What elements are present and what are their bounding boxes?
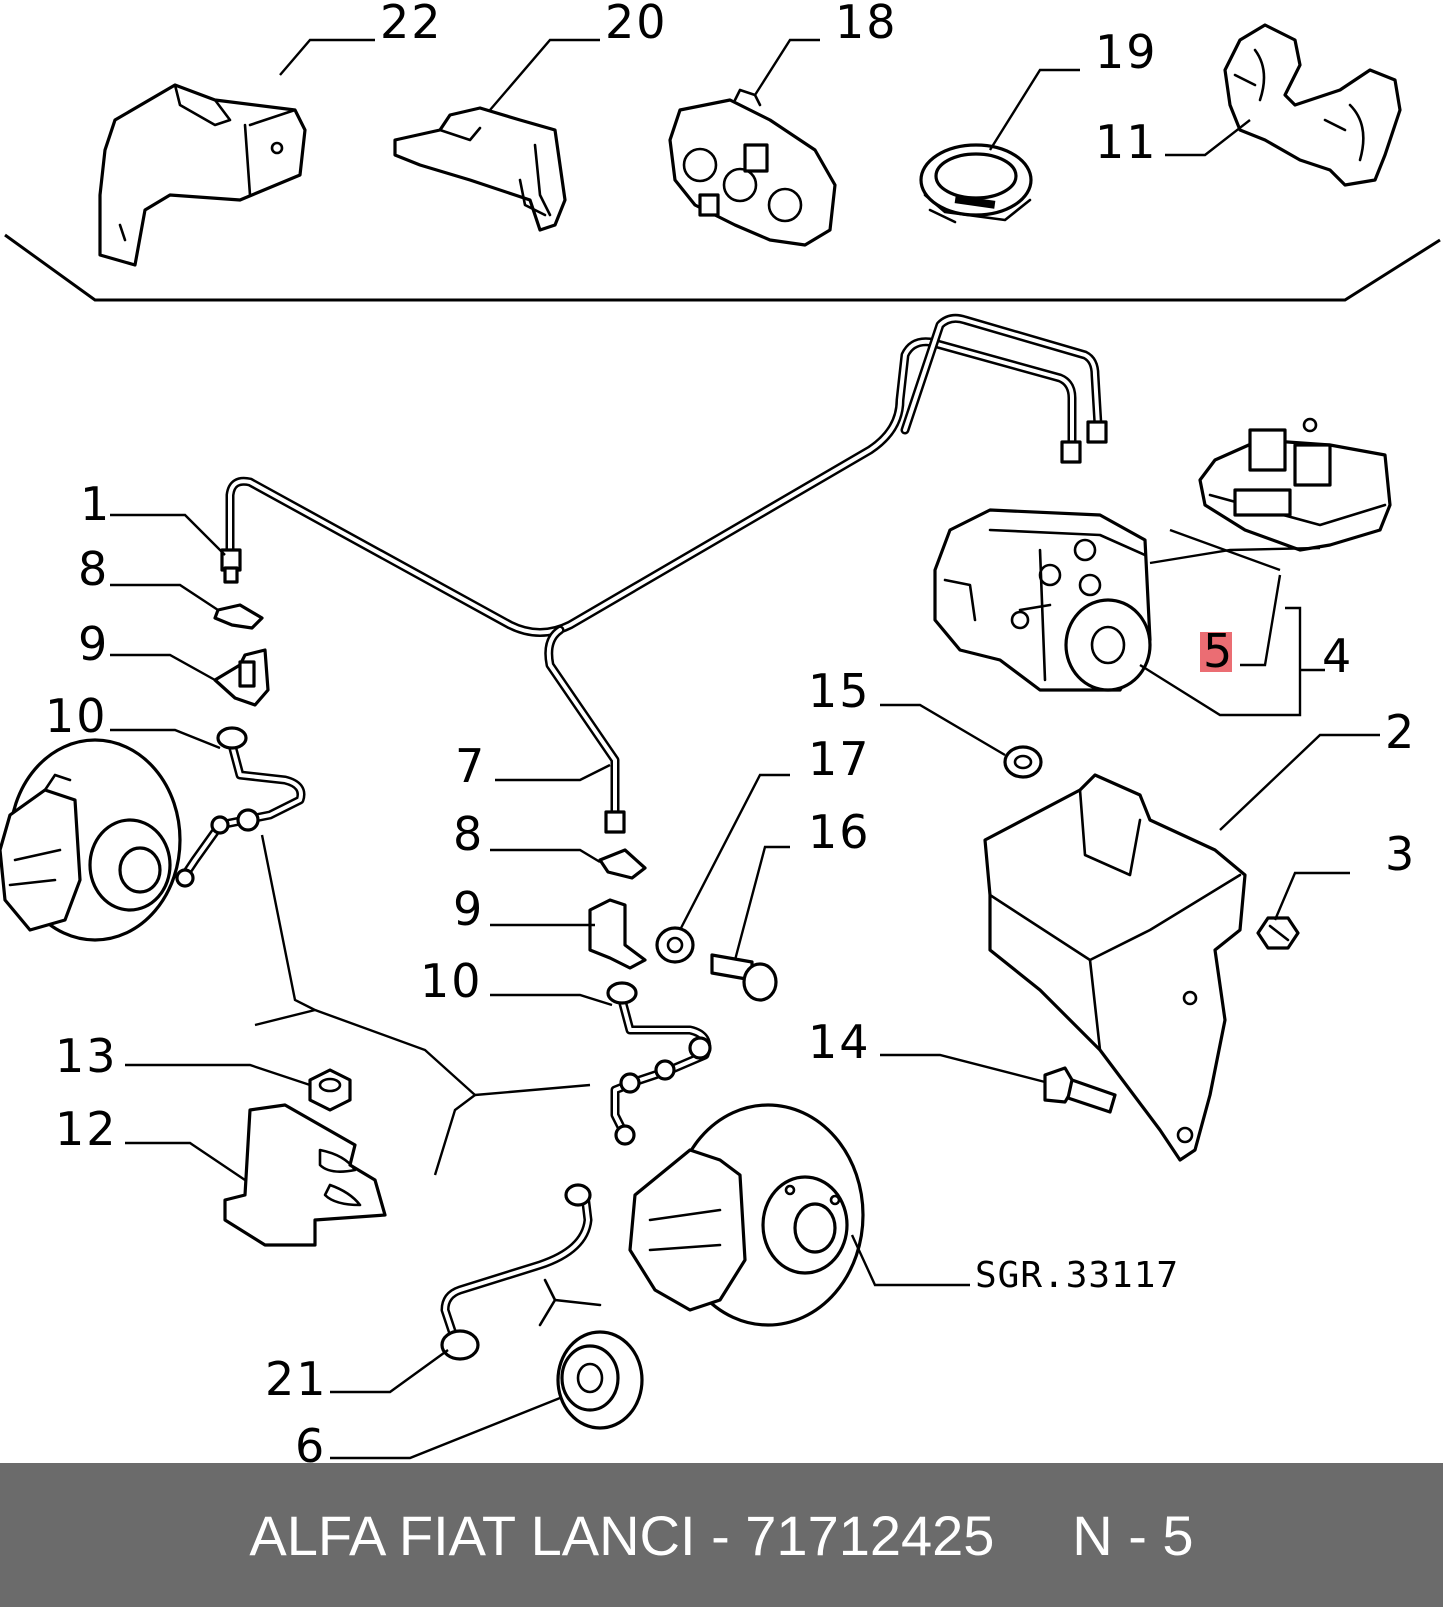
part-17-nut	[655, 926, 695, 964]
callout-1: 1	[80, 477, 111, 531]
callout-10-upper: 10	[45, 689, 108, 743]
abs-hydraulic-unit	[933, 508, 1152, 692]
part-9-bracket-center	[588, 898, 647, 970]
part-9-bracket-upper	[213, 648, 270, 707]
callout-18: 18	[835, 0, 898, 49]
callout-5-highlight	[1200, 632, 1232, 672]
callout-14: 14	[808, 1015, 871, 1069]
callout-19: 19	[1095, 25, 1158, 79]
callout-5: 5	[1203, 624, 1234, 678]
part-2-mounting-bracket	[983, 773, 1247, 1162]
part-16-bolt	[710, 953, 778, 1002]
part-15-nut	[1003, 745, 1043, 779]
callout-9-upper: 9	[78, 617, 109, 671]
left-brake-disc-assembly	[0, 738, 182, 942]
callout-12: 12	[55, 1102, 118, 1156]
part-22-bracket	[98, 83, 307, 267]
callout-2: 2	[1385, 705, 1416, 759]
right-brake-disc-assembly	[628, 1103, 865, 1327]
top-panel-border	[4, 233, 1441, 302]
callout-16: 16	[808, 805, 871, 859]
parts-diagram: 22 20 18 19 11 1 8 9 10 7 8 9 10 17 16 1…	[0, 0, 1441, 1463]
callout-7: 7	[455, 739, 486, 793]
part-3-nut	[1256, 916, 1300, 950]
callout-22: 22	[380, 0, 443, 49]
part-8-clip-upper	[213, 603, 264, 630]
callout-13: 13	[55, 1029, 118, 1083]
footer-bar: ALFA FIAT LANCI - 71712425 N - 5	[0, 1463, 1443, 1607]
part-12-shield	[223, 1103, 387, 1247]
part-6-tone-ring	[556, 1330, 644, 1430]
part-11-double-clip	[1223, 23, 1402, 187]
part-18-mount	[668, 88, 837, 247]
part-10-hose-center	[606, 981, 712, 1146]
callout-8-center: 8	[453, 807, 484, 861]
brake-pipe-main	[220, 313, 1108, 834]
part-14-bolt	[1043, 1066, 1117, 1114]
callout-15: 15	[808, 664, 871, 718]
abs-control-module	[1198, 417, 1392, 552]
callout-8-upper: 8	[78, 542, 109, 596]
part-8-clip-center	[598, 848, 647, 880]
callout-6: 6	[295, 1419, 326, 1463]
leader-lines	[110, 38, 1380, 1460]
callout-3: 3	[1385, 827, 1416, 881]
callout-11: 11	[1095, 115, 1158, 169]
part-13-nut	[308, 1068, 352, 1112]
part-10-hose-upper	[175, 726, 306, 888]
callout-4: 4	[1322, 629, 1353, 683]
part-20-clip	[393, 106, 567, 232]
callout-9-center: 9	[453, 882, 484, 936]
reference-code: SGR.33117	[975, 1255, 1179, 1296]
part-21-sensor-cable	[440, 1183, 602, 1361]
footer-caption: ALFA FIAT LANCI - 71712425 N - 5	[249, 1503, 1194, 1567]
callout-21: 21	[265, 1352, 328, 1406]
callout-10-center: 10	[420, 954, 483, 1008]
callout-17: 17	[808, 732, 871, 786]
part-19-clamp	[919, 143, 1033, 224]
callout-labels: 22 20 18 19 11 1 8 9 10 7 8 9 10 17 16 1…	[45, 0, 1416, 1463]
callout-20: 20	[605, 0, 668, 49]
